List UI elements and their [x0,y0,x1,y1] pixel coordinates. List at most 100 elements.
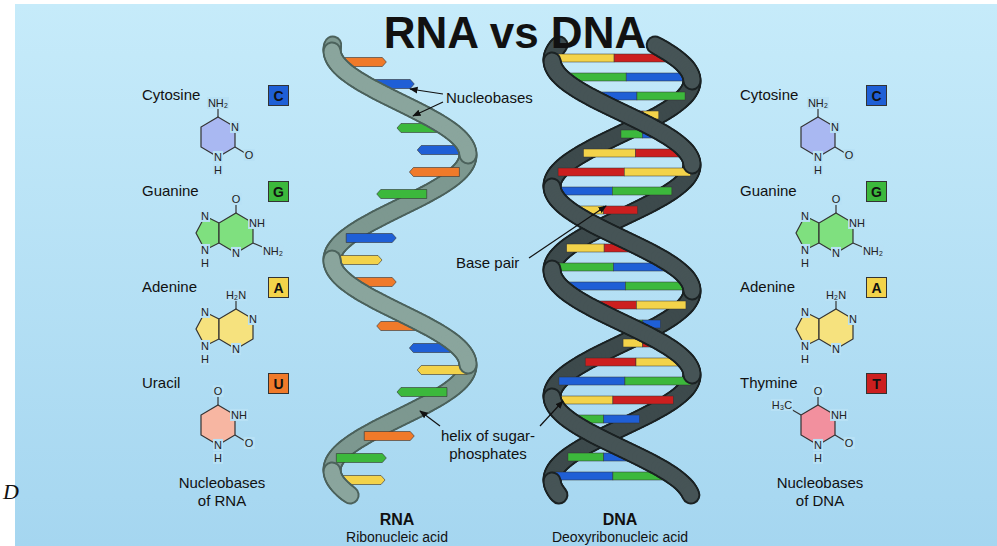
stray-letter: D [3,479,19,505]
atom-symbol: N [248,313,258,325]
letter-box: A [866,277,887,298]
atom-symbol: NH₂ [807,97,829,109]
atom-symbol: NH [848,217,866,229]
base-name: Uracil [142,374,180,392]
dna-base [559,377,625,385]
letter-box: U [268,373,289,394]
atom-symbol: N [200,340,210,352]
atom-symbol: N [813,439,823,451]
base-name: Guanine [740,182,797,200]
dna-backbone-edge [682,79,701,81]
atom-symbol: N [231,343,241,355]
atom-symbol: H [213,164,223,176]
diagram-title: RNA vs DNA [384,7,646,60]
dna-backbone [684,373,699,375]
dna-base [613,396,673,404]
rna-nucleobase [336,454,386,463]
callout-label: Base pair [456,254,519,272]
letter-box: C [268,85,289,106]
dna-base [636,301,685,309]
dna-base [604,415,640,423]
base-letter: A [871,281,881,295]
atom-symbol: H [813,164,823,176]
rna-backbone [347,493,350,495]
molecule-fullname: Ribonucleic acid [346,529,448,546]
dna-base [585,358,636,366]
atom-symbol: O [244,437,255,449]
atom-symbol: N [831,343,841,355]
leader-line [540,401,563,426]
base-letter: G [871,185,882,199]
leader-line [410,89,443,94]
rna-nucleobase [397,388,447,397]
base-name: Cytosine [740,86,798,104]
dna-base [567,244,605,252]
leader-lines [410,89,606,426]
rna-backbone [460,363,475,365]
atom-symbol: N [213,151,223,163]
rna-nucleobase [417,146,467,155]
atom-symbol: N [830,121,840,133]
callout-label: helix of sugar-phosphates [418,427,558,463]
atom-symbol: N [800,210,810,222]
base-name: Thymine [740,374,798,392]
atom-symbol: O [831,193,842,205]
panel-ground [15,4,997,546]
base-name: Adenine [142,278,197,296]
dna-base [637,92,685,100]
base-name: Adenine [740,278,795,296]
base-letter: G [273,185,284,199]
dna-base [568,453,604,461]
molecule-fullname: Deoxyribonucleic acid [552,529,688,546]
base-name: Cytosine [142,86,200,104]
rna-nucleobase [346,234,396,243]
atom-symbol: N [800,306,810,318]
atom-symbol: N [200,244,210,256]
dna-base [603,206,637,214]
base-letter: A [273,281,283,295]
atom-symbol: H [800,257,810,269]
dna-backbone [684,79,699,81]
atom-symbol: O [813,385,824,397]
dna-base [626,73,691,81]
atom-symbol: NH [230,409,248,421]
rna-nucleobase [409,168,459,177]
dna-backbone-edge [681,493,701,495]
dna-backbone-edge [682,163,701,165]
atom-symbol: H [213,452,223,464]
dna-base [612,187,672,195]
dna-backbone [557,493,559,495]
letter-box: A [268,277,289,298]
atom-symbol: H [200,257,210,269]
atom-symbol: O [213,385,224,397]
column-caption: Nucleobases of RNA [174,474,270,510]
atom-symbol: H₂N [825,289,847,301]
letter-box: G [268,181,289,202]
rna-nucleobase [409,344,459,353]
atom-symbol: H₂N [225,289,247,301]
atom-symbol: O [844,149,855,161]
atom-symbol: NH₂ [862,245,884,257]
helix-back [332,45,692,481]
dna-base [552,263,613,271]
letter-box: T [866,373,887,394]
dna-backbone [684,289,699,291]
atom-symbol: N [831,247,841,259]
atom-symbol: NH [248,217,266,229]
rna-backbone [460,153,475,155]
atom-symbol: N [231,247,241,259]
base-letter: U [273,377,283,391]
atom-symbol: H [200,353,210,365]
dna-backbone-edge [557,493,559,495]
atom-symbol: NH₂ [262,245,284,257]
dna-base [613,472,673,480]
atom-symbol: H₃C [771,399,793,411]
rna-nucleobase [377,190,427,199]
rna-backbone-edge [458,153,477,155]
base-structure [201,107,245,157]
atom-symbol: N [200,210,210,222]
letter-box: G [866,181,887,202]
